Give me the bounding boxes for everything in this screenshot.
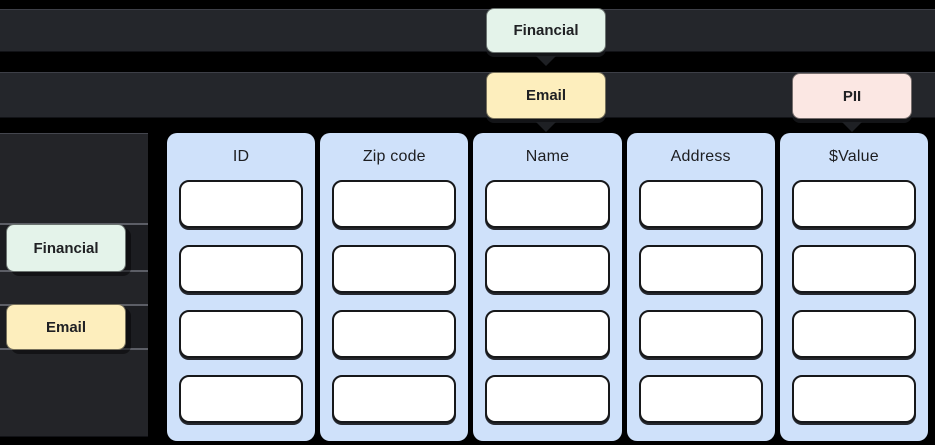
column-header-value: $Value: [828, 147, 879, 165]
column-value: $Value: [779, 133, 929, 441]
table-columns: ID Zip code Name Address $Value: [167, 133, 929, 441]
tag-email-row-label: Email: [45, 318, 87, 336]
cell-value-1: [791, 180, 917, 228]
cell-zip-4: [332, 375, 457, 423]
cell-zip-1: [332, 180, 457, 228]
tag-pii-top[interactable]: PII: [792, 73, 912, 119]
cell-zip-2: [332, 245, 457, 293]
cell-address-1: [638, 180, 763, 228]
cell-value-2: [791, 245, 917, 293]
cell-value-3: [791, 310, 917, 358]
cell-address-2: [638, 245, 763, 293]
tag-email-top-label: Email: [525, 87, 567, 104]
cell-name-2: [485, 245, 610, 293]
cell-name-4: [485, 375, 610, 423]
tag-financial-top[interactable]: Financial: [486, 8, 606, 53]
cell-id-3: [179, 310, 304, 358]
column-header-address: Address: [670, 147, 731, 165]
column-header-zip-code: Zip code: [362, 147, 426, 165]
column-id: ID: [167, 133, 316, 441]
tag-financial-top-label: Financial: [513, 22, 579, 39]
cell-address-3: [638, 310, 763, 358]
column-address: Address: [626, 133, 775, 441]
cell-address-4: [638, 375, 763, 423]
tag-pii-top-label: PII: [842, 87, 862, 105]
tag-financial-row[interactable]: Financial: [6, 224, 126, 272]
column-header-id: ID: [232, 147, 250, 165]
column-zip-code: Zip code: [320, 133, 469, 441]
column-name: Name: [473, 133, 622, 441]
cell-id-4: [179, 375, 304, 423]
cell-value-4: [791, 375, 917, 423]
tag-financial-row-label: Financial: [33, 239, 99, 257]
tag-email-row[interactable]: Email: [6, 304, 126, 350]
tag-email-top[interactable]: Email: [486, 72, 606, 119]
top-lane-2: [0, 72, 935, 118]
cell-id-1: [179, 180, 304, 228]
cell-name-1: [485, 180, 610, 228]
column-header-name: Name: [525, 147, 570, 165]
top-lane-1: [0, 9, 935, 52]
cell-id-2: [179, 245, 304, 293]
row-tags-panel: [0, 133, 148, 437]
cell-name-3: [485, 310, 610, 358]
cell-zip-3: [332, 310, 457, 358]
